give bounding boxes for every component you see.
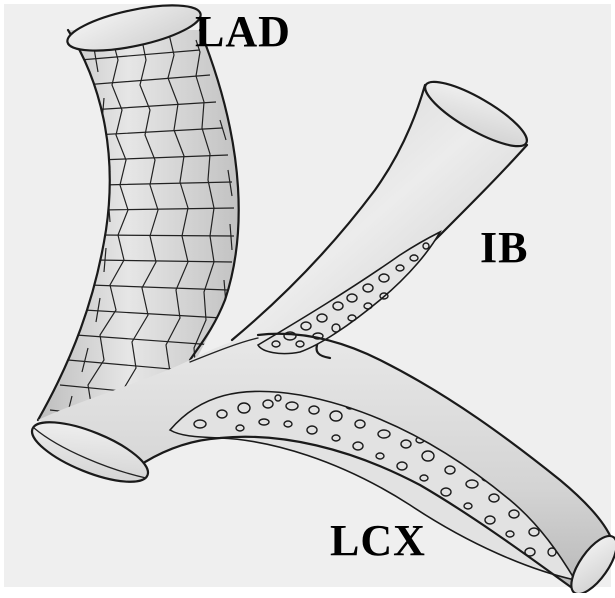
lcx-label: LCX <box>330 515 426 566</box>
lad-label: LAD <box>195 6 291 57</box>
ib-label: IB <box>480 222 528 273</box>
